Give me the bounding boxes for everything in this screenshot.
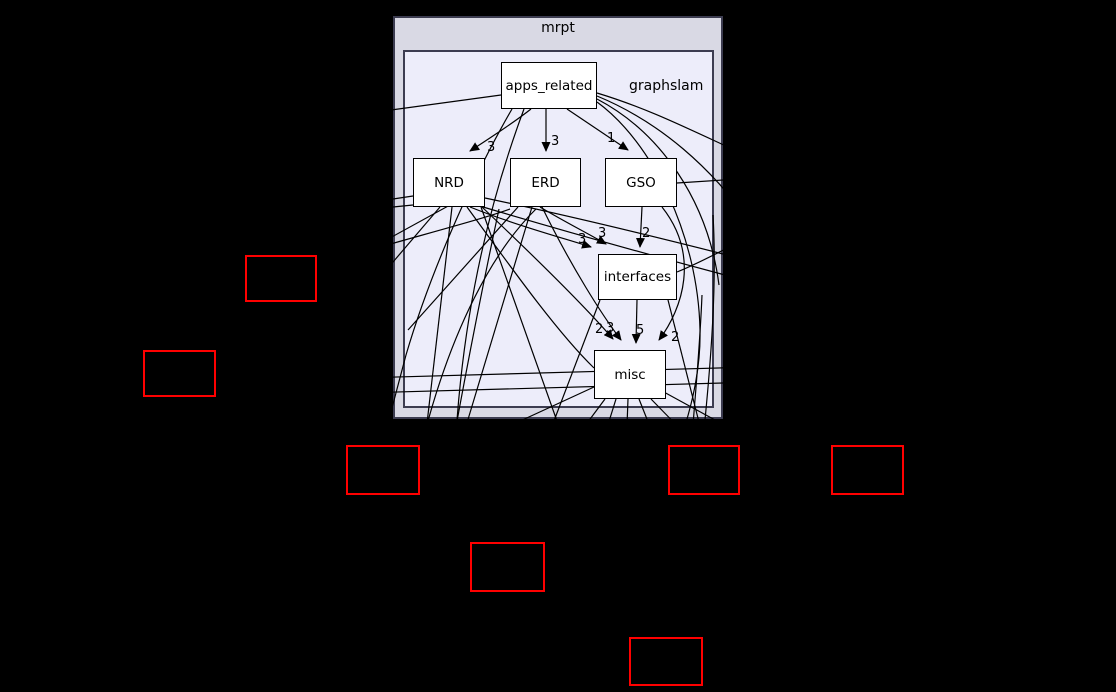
node-interfaces-label: interfaces: [603, 269, 672, 285]
edge-label: 3: [551, 134, 560, 149]
node-misc[interactable]: misc: [594, 350, 666, 399]
external-node-6[interactable]: [470, 542, 545, 592]
node-erd-label: ERD: [531, 174, 560, 191]
edge-label: 3: [606, 321, 615, 336]
edge-label: 3: [487, 140, 496, 155]
edge-label: 3: [598, 226, 607, 241]
edge-label: 5: [636, 323, 645, 338]
external-node-5[interactable]: [831, 445, 904, 495]
cluster-graphslam-label[interactable]: graphslam: [629, 78, 704, 94]
node-apps-related-label: apps_related: [505, 77, 593, 94]
node-nrd-label: NRD: [434, 174, 464, 191]
edge-label: 2: [642, 226, 651, 241]
node-gso[interactable]: GSO: [605, 158, 677, 207]
external-node-7[interactable]: [629, 637, 703, 686]
node-misc-label: misc: [614, 366, 646, 383]
external-node-4[interactable]: [668, 445, 740, 495]
edge-label: 3: [578, 232, 587, 247]
external-node-3[interactable]: [346, 445, 420, 495]
edge-label: 2: [595, 322, 604, 337]
external-node-2[interactable]: [143, 350, 216, 397]
cluster-mrpt-label[interactable]: mrpt: [541, 20, 575, 36]
edge-label: 1: [607, 131, 616, 146]
edge-label: 2: [671, 330, 680, 345]
external-node-1[interactable]: [245, 255, 317, 302]
node-erd[interactable]: ERD: [510, 158, 581, 207]
node-nrd[interactable]: NRD: [413, 158, 485, 207]
node-gso-label: GSO: [626, 174, 656, 191]
node-apps-related[interactable]: apps_related: [501, 62, 597, 109]
node-interfaces[interactable]: interfaces: [598, 254, 677, 300]
